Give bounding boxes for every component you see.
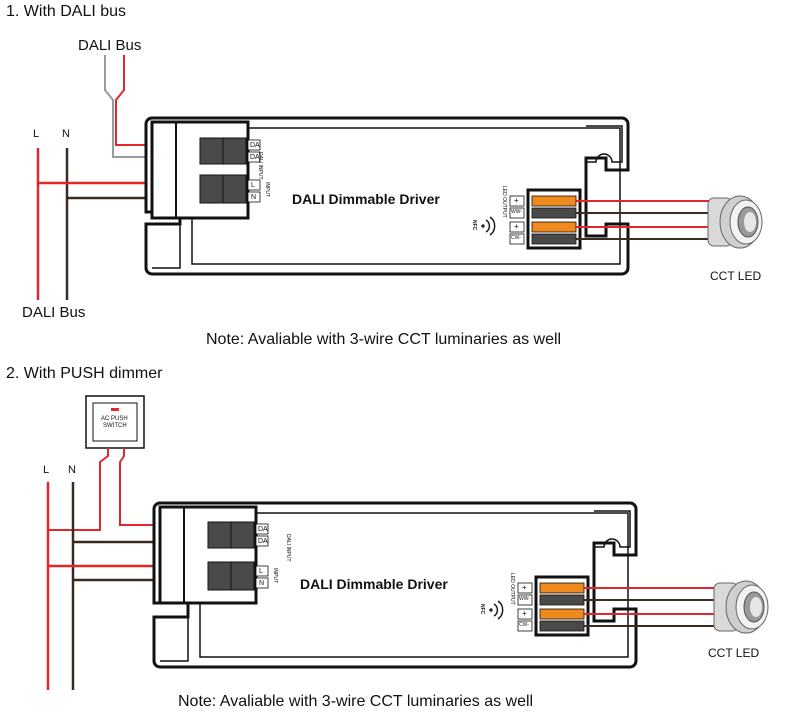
led-output-label-2: LED OUTPUT	[509, 573, 515, 605]
input-label: INPUT	[264, 182, 270, 197]
cct-led-label-2: CCT LED	[708, 646, 760, 660]
cct-led-icon-2	[713, 580, 769, 634]
dali-bus-bottom-label: DALI Bus	[22, 304, 86, 321]
note-2: Note: Avaliable with 3-wire CCT luminari…	[178, 693, 534, 710]
driver-1	[144, 116, 630, 276]
nfc-label-2: NFC	[479, 604, 485, 615]
output-terminals-2	[517, 575, 590, 637]
dali-bus-wire-red	[115, 55, 200, 146]
driver-1-label: DALI Dimmable Driver	[292, 191, 440, 207]
section2-title: 2. With PUSH dimmer	[6, 365, 163, 382]
nfc-icon	[481, 216, 496, 236]
dali-bus-wire-grey	[104, 55, 200, 158]
line-n-label-2: N	[68, 464, 76, 476]
nfc-label: NFC	[471, 220, 477, 231]
dali-bus-top-label: DALI Bus	[78, 37, 142, 54]
term-l-2: L	[259, 568, 263, 575]
output-terminals-1	[509, 188, 582, 250]
cct-led-label: CCT LED	[710, 269, 762, 283]
line-n-label: N	[62, 128, 70, 140]
out-plus: +	[514, 196, 519, 205]
term-da1: DA	[250, 142, 260, 149]
dali-input-label: DALI INPUT	[257, 152, 263, 180]
note-1: Note: Avaliable with 3-wire CCT luminari…	[206, 331, 562, 348]
term-da2: DA	[250, 154, 260, 161]
out-ww-2: WW-	[519, 596, 531, 602]
driver-2-label: DALI Dimmable Driver	[300, 576, 448, 592]
input-label-2: INPUT	[272, 568, 278, 583]
push-switch	[85, 395, 145, 449]
term-da2-2: DA	[258, 538, 268, 545]
term-da1-2: DA	[258, 526, 268, 533]
line-l-label-2: L	[43, 464, 50, 476]
out-plus-2: +	[522, 583, 527, 592]
section1-title: 1. With DALI bus	[6, 3, 127, 20]
input-terminals-2	[207, 521, 269, 591]
input-terminals-1	[199, 137, 261, 204]
dali-input-label-2: DALI INPUT	[285, 534, 291, 562]
term-l: L	[251, 182, 255, 189]
led-output-label: LED OUTPUT	[501, 186, 507, 218]
term-n: N	[251, 194, 257, 201]
nfc-icon-2	[489, 600, 504, 620]
out-plus2: +	[514, 222, 519, 231]
cct-led-icon	[707, 195, 763, 249]
switch-text1: AC PUSH	[101, 416, 128, 422]
out-plus2-2: +	[522, 609, 527, 618]
out-cw-2: CW-	[519, 622, 529, 628]
line-l-label: L	[33, 128, 40, 140]
switch-text2: SWITCH	[103, 423, 127, 429]
out-cw: CW-	[511, 235, 521, 241]
out-ww: WW-	[511, 209, 523, 215]
term-n-2: N	[259, 580, 265, 587]
